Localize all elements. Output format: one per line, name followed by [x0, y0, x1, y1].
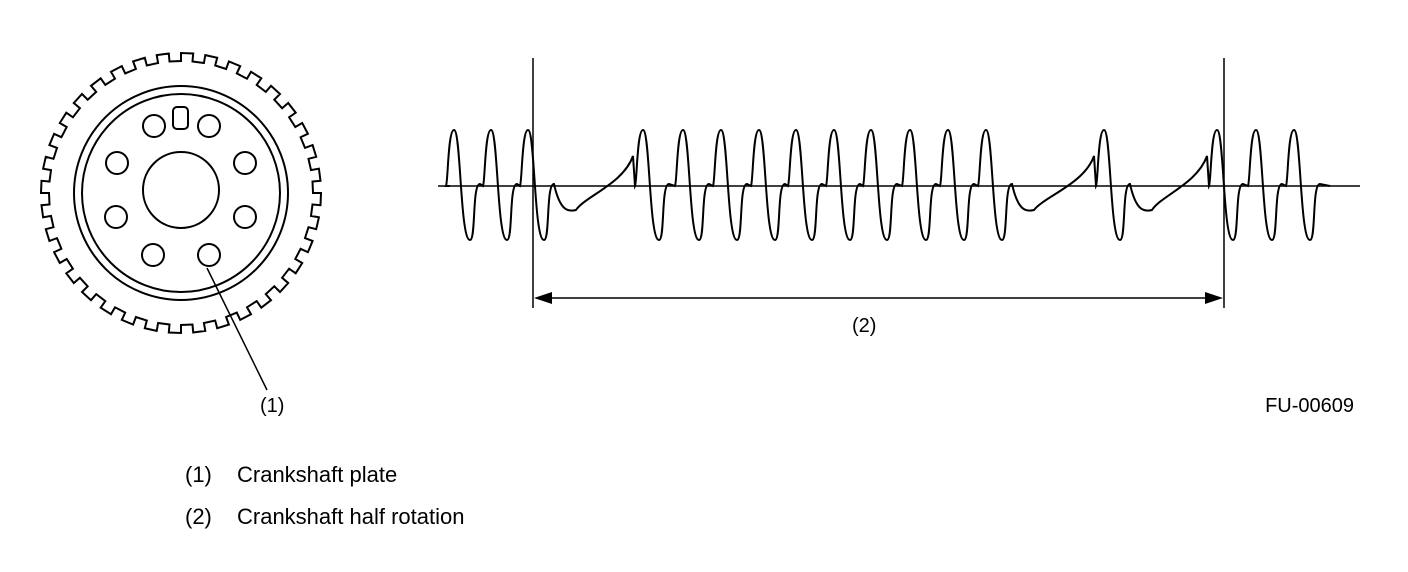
plate-outer-ring: [73, 85, 289, 301]
plate-bolt-hole: [141, 243, 165, 267]
sensor-waveform: [438, 58, 1360, 308]
plate-bolt-hole: [105, 151, 129, 175]
legend-number: (1): [185, 462, 212, 487]
plate-callout: (1): [260, 395, 284, 417]
legend-text: Crankshaft plate: [237, 462, 398, 487]
plate-leader-line: [206, 267, 268, 391]
crankshaft-plate: [39, 51, 323, 335]
plate-center-hole: [142, 151, 220, 229]
plate-key-slot: [172, 106, 189, 130]
plate-bolt-hole: [197, 243, 221, 267]
plate-bolt-hole: [104, 205, 128, 229]
plate-bolt-hole: [233, 205, 257, 229]
legend: (1) Crankshaft plate (2) Crankshaft half…: [185, 462, 464, 546]
half-rotation-callout: (2): [852, 315, 876, 337]
arrowhead-right: [1205, 292, 1223, 304]
plate-bolt-hole: [197, 114, 221, 138]
plate-teeth: [39, 51, 323, 335]
half-rotation-dimension: [534, 292, 1223, 304]
arrowhead-left: [534, 292, 552, 304]
crankshaft-sensor-diagram: (1) (2) FU-00609: [39, 51, 1360, 417]
figure-id: FU-00609: [1265, 395, 1354, 417]
legend-text: Crankshaft half rotation: [237, 504, 465, 529]
plate-inner-ring: [81, 93, 281, 293]
legend-number: (2): [185, 504, 212, 529]
waveform-signal: [444, 128, 1331, 242]
plate-bolt-hole: [142, 114, 166, 138]
legend-item: (1) Crankshaft plate: [185, 462, 464, 504]
legend-item: (2) Crankshaft half rotation: [185, 504, 464, 546]
plate-bolt-hole: [233, 151, 257, 175]
